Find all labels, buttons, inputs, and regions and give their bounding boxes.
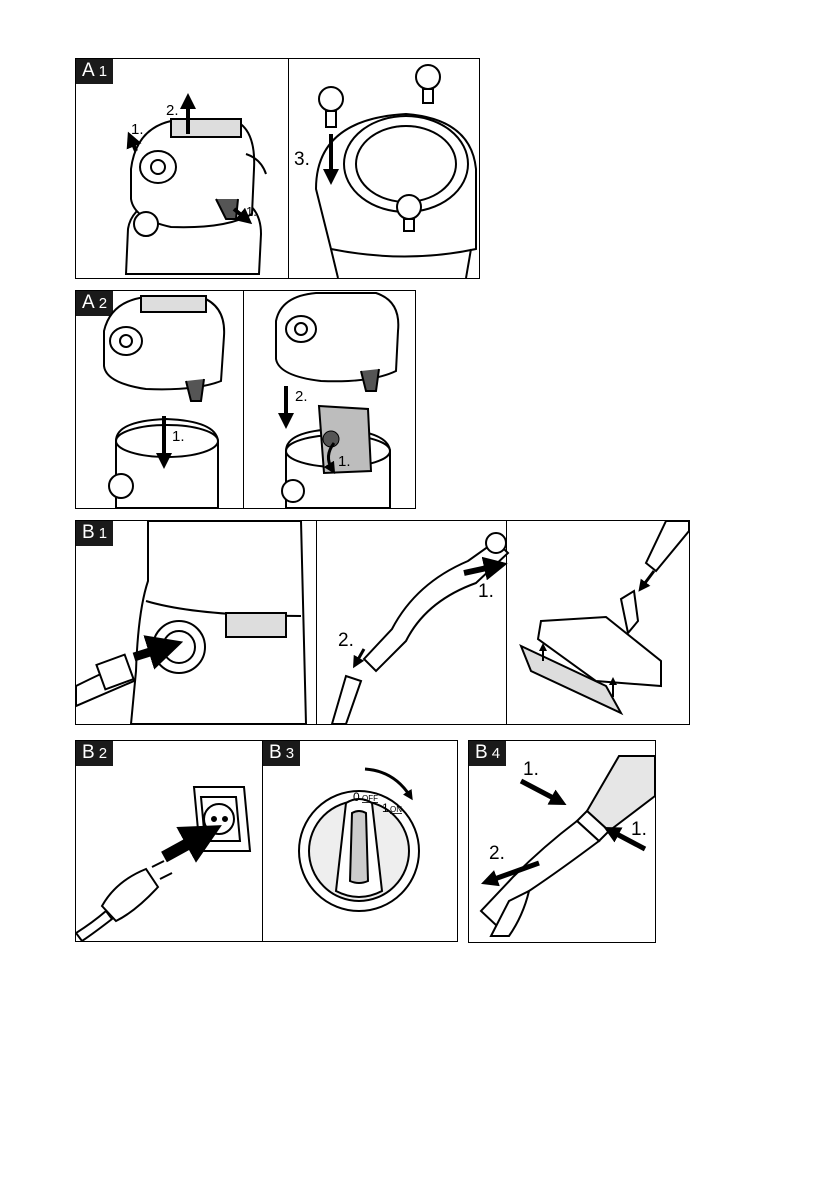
switch-off-label: OFF bbox=[362, 794, 378, 803]
step-label: 1. bbox=[631, 819, 647, 840]
step-label: 2. bbox=[295, 388, 308, 405]
panel-number: 3 bbox=[285, 745, 295, 762]
arrow-icon bbox=[126, 93, 253, 225]
step-label: 1. bbox=[246, 204, 257, 219]
arrow-icon bbox=[638, 570, 656, 592]
suction-hose-handle-illustration bbox=[330, 532, 510, 724]
panel-number: 4 bbox=[491, 745, 501, 762]
step-label: 1. bbox=[523, 759, 539, 780]
panel-divider bbox=[506, 521, 507, 724]
panel-letter: B bbox=[82, 522, 95, 543]
power-plug-icon bbox=[76, 860, 173, 941]
panel-letter: B bbox=[475, 742, 488, 763]
container-rim-illustration bbox=[314, 112, 477, 278]
b4-illustration: 1. 1. 2. bbox=[479, 755, 655, 937]
arrow-icon bbox=[323, 442, 336, 475]
panel-letter: A bbox=[82, 292, 95, 313]
step-label: 2. bbox=[338, 630, 354, 651]
caster-wheel-icon bbox=[318, 64, 441, 232]
switch-on-number: 1 bbox=[382, 801, 389, 815]
step-label: 2. bbox=[489, 843, 505, 864]
arrow-icon bbox=[519, 778, 567, 805]
switch-on-label: ON bbox=[390, 805, 402, 814]
step-label: 3. bbox=[294, 149, 310, 170]
vacuum-head-illustration bbox=[103, 295, 226, 402]
panel-letter: B bbox=[269, 742, 282, 763]
arrow-icon bbox=[481, 860, 540, 887]
rotary-switch-icon[interactable] bbox=[298, 790, 420, 912]
hose-handle-illustration bbox=[479, 755, 655, 937]
panel-divider bbox=[243, 291, 244, 508]
b2-b3-illustration: 0 OFF 1 ON bbox=[76, 767, 420, 941]
arrow-icon bbox=[603, 827, 647, 852]
panel-divider bbox=[262, 741, 263, 941]
panel-number: 2 bbox=[98, 295, 108, 312]
hose-icon bbox=[76, 653, 136, 708]
arrow-icon bbox=[132, 635, 184, 670]
vacuum-head-illustration bbox=[275, 292, 400, 392]
a1-illustration: 2. 1. 1. 3. bbox=[124, 64, 477, 278]
arrow-icon bbox=[161, 825, 222, 863]
panel-number: 1 bbox=[98, 63, 108, 80]
arrow-icon bbox=[353, 648, 366, 669]
panel-divider bbox=[316, 521, 317, 724]
step-label: 1. bbox=[172, 428, 185, 445]
step-label: 1. bbox=[478, 581, 494, 602]
panel-divider bbox=[288, 59, 289, 278]
switch-off-number: 0 bbox=[353, 790, 360, 804]
panel-letter: A bbox=[82, 60, 95, 81]
panel-number: 1 bbox=[98, 525, 108, 542]
b1-illustration: 1. 2. bbox=[76, 521, 689, 724]
step-label: 2. bbox=[166, 102, 179, 119]
vacuum-body-illustration bbox=[129, 521, 308, 724]
a2-illustration: 1. 2. 1. bbox=[103, 292, 400, 508]
step-label: 1. bbox=[131, 121, 144, 138]
vacuum-head-illustration bbox=[124, 118, 267, 275]
panel-letter: B bbox=[82, 742, 95, 763]
arrow-icon bbox=[463, 556, 508, 581]
rotate-arrow-icon bbox=[364, 767, 413, 801]
floor-nozzle-illustration bbox=[519, 521, 689, 716]
filter-bag-icon bbox=[317, 404, 373, 475]
step-label: 1. bbox=[338, 453, 351, 470]
panel-number: 2 bbox=[98, 745, 108, 762]
